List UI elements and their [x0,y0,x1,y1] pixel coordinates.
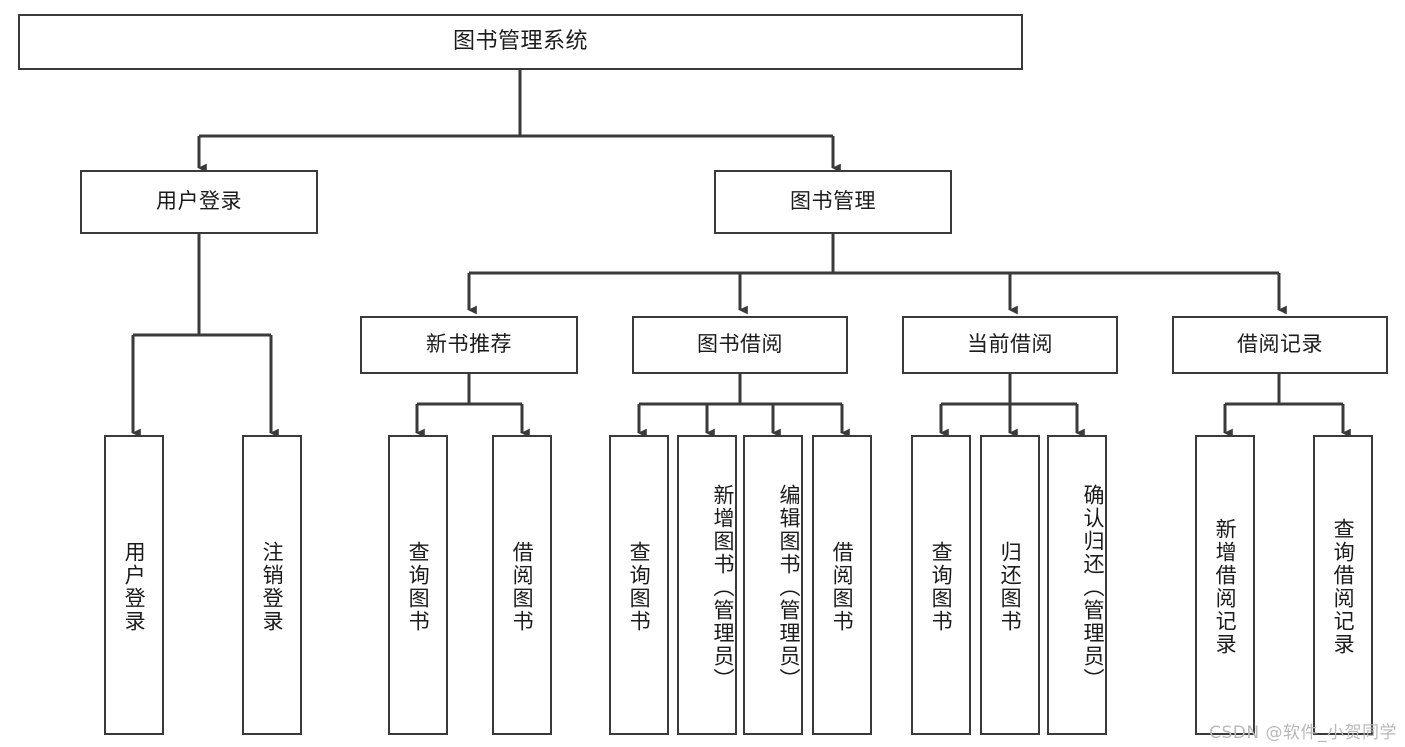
leaf-recommend-borrow-book[interactable]: 借阅图书 [492,435,552,735]
node-label: 确认归还（管理员） [1081,483,1105,691]
node-book-management[interactable]: 图书管理 [714,170,952,234]
node-label: 用户登录 [156,189,242,214]
node-label: 借阅记录 [1237,332,1323,357]
node-current-borrow[interactable]: 当前借阅 [902,316,1118,374]
node-label: 查询借阅记录 [1331,518,1356,656]
node-label: 当前借阅 [967,332,1053,357]
node-label: 借阅图书 [830,541,855,633]
node-borrow-records[interactable]: 借阅记录 [1172,316,1388,374]
node-root-system[interactable]: 图书管理系统 [18,14,1023,70]
node-book-borrow[interactable]: 图书借阅 [632,316,848,374]
leaf-borrow-add-book[interactable]: 新增图书（管理员） [677,435,737,735]
node-label: 查询图书 [929,541,954,633]
node-user-login[interactable]: 用户登录 [80,170,318,234]
leaf-borrow-query-book[interactable]: 查询图书 [609,435,669,735]
leaf-records-query-record[interactable]: 查询借阅记录 [1313,435,1373,735]
leaf-records-add-record[interactable]: 新增借阅记录 [1195,435,1255,735]
leaf-current-return-book[interactable]: 归还图书 [980,435,1040,735]
node-label: 归还图书 [998,541,1023,633]
leaf-current-confirm-return[interactable]: 确认归还（管理员） [1047,435,1107,735]
node-label: 图书借阅 [697,332,783,357]
node-label: 借阅图书 [510,541,535,633]
node-new-book-recommend[interactable]: 新书推荐 [360,316,578,374]
node-label: 用户登录 [122,541,147,633]
leaf-current-query-book[interactable]: 查询图书 [911,435,971,735]
node-label: 新增图书（管理员） [711,483,735,691]
csdn-watermark: CSDN @软件_小贺同学 [1209,723,1397,743]
node-label: 图书管理系统 [452,28,588,54]
node-label: 编辑图书（管理员） [777,483,801,691]
node-label: 图书管理 [790,189,876,214]
node-label: 查询图书 [406,541,431,633]
node-label: 新书推荐 [426,332,512,357]
leaf-user-login-login[interactable]: 用户登录 [104,435,164,735]
node-label: 查询图书 [627,541,652,633]
leaf-recommend-query-book[interactable]: 查询图书 [388,435,448,735]
leaf-borrow-borrow-book[interactable]: 借阅图书 [812,435,872,735]
leaf-borrow-edit-book[interactable]: 编辑图书（管理员） [743,435,803,735]
node-label: 注销登录 [260,541,285,633]
node-label: 新增借阅记录 [1213,518,1238,656]
leaf-user-login-logout[interactable]: 注销登录 [242,435,302,735]
